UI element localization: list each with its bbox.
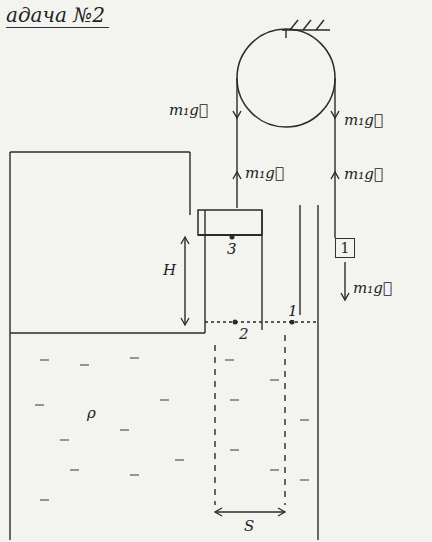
tube-dashed bbox=[284, 335, 285, 505]
arrowhead bbox=[331, 111, 339, 118]
weight-box: 1 bbox=[335, 238, 356, 258]
arrowhead bbox=[341, 293, 349, 300]
weight-label: 1 bbox=[341, 240, 350, 256]
water-mark bbox=[160, 399, 169, 400]
water-mark bbox=[270, 379, 279, 380]
tube-dashed bbox=[214, 345, 215, 505]
water-mark bbox=[225, 359, 234, 360]
arrowhead bbox=[331, 172, 339, 179]
tube-wall bbox=[299, 205, 300, 315]
water-mark bbox=[35, 404, 44, 405]
level-line bbox=[205, 321, 318, 322]
water-mark bbox=[70, 469, 79, 470]
dimension-s bbox=[215, 511, 285, 512]
dimension-h bbox=[184, 237, 185, 325]
label: m₁g⃗ bbox=[343, 166, 384, 183]
water-mark bbox=[40, 359, 49, 360]
water-mark bbox=[80, 364, 89, 365]
label: 2 bbox=[238, 326, 250, 343]
water-mark bbox=[130, 474, 139, 475]
label: m₁g⃗ bbox=[343, 112, 384, 129]
title: адача №2 bbox=[6, 4, 109, 28]
arrowhead bbox=[233, 111, 241, 118]
water-mark bbox=[300, 479, 309, 480]
water-mark bbox=[40, 499, 49, 500]
ceiling-hatch bbox=[316, 20, 324, 30]
water-mark bbox=[175, 459, 184, 460]
label: S bbox=[243, 518, 255, 535]
point-marker bbox=[233, 320, 238, 325]
label: ρ bbox=[86, 405, 97, 422]
rope bbox=[236, 78, 237, 208]
ceiling-rod bbox=[285, 30, 286, 38]
dimension-arrowhead bbox=[215, 508, 222, 516]
dimension-arrowhead bbox=[278, 508, 285, 516]
vessel-wall bbox=[9, 152, 10, 540]
dimension-arrowhead bbox=[181, 237, 189, 244]
label: 3 bbox=[226, 241, 238, 258]
water-mark bbox=[270, 469, 279, 470]
ceiling-hatch bbox=[303, 20, 311, 30]
dimension-arrowhead bbox=[181, 318, 189, 325]
water-mark bbox=[230, 449, 239, 450]
arrowhead bbox=[233, 172, 241, 179]
water-mark bbox=[230, 399, 239, 400]
vessel-wall bbox=[189, 152, 190, 215]
ceiling-hatch bbox=[290, 20, 298, 30]
tube-wall bbox=[317, 205, 318, 540]
label: H bbox=[162, 262, 177, 279]
point-marker bbox=[230, 235, 235, 240]
water-mark bbox=[120, 429, 129, 430]
pulley bbox=[237, 29, 335, 127]
rope bbox=[334, 78, 335, 238]
label: m₁g⃗ bbox=[244, 165, 285, 182]
label: m₁g⃗ bbox=[168, 102, 209, 119]
point-marker bbox=[290, 320, 295, 325]
water-mark bbox=[130, 357, 139, 358]
water-surface bbox=[10, 332, 205, 333]
label: m₁g⃗ bbox=[352, 280, 393, 297]
force-vector bbox=[344, 262, 345, 300]
water-mark bbox=[300, 419, 309, 420]
water-mark bbox=[60, 439, 69, 440]
piston bbox=[198, 210, 262, 235]
label: 1 bbox=[287, 303, 299, 320]
tube-wall bbox=[204, 210, 205, 333]
vessel-wall bbox=[10, 151, 190, 152]
